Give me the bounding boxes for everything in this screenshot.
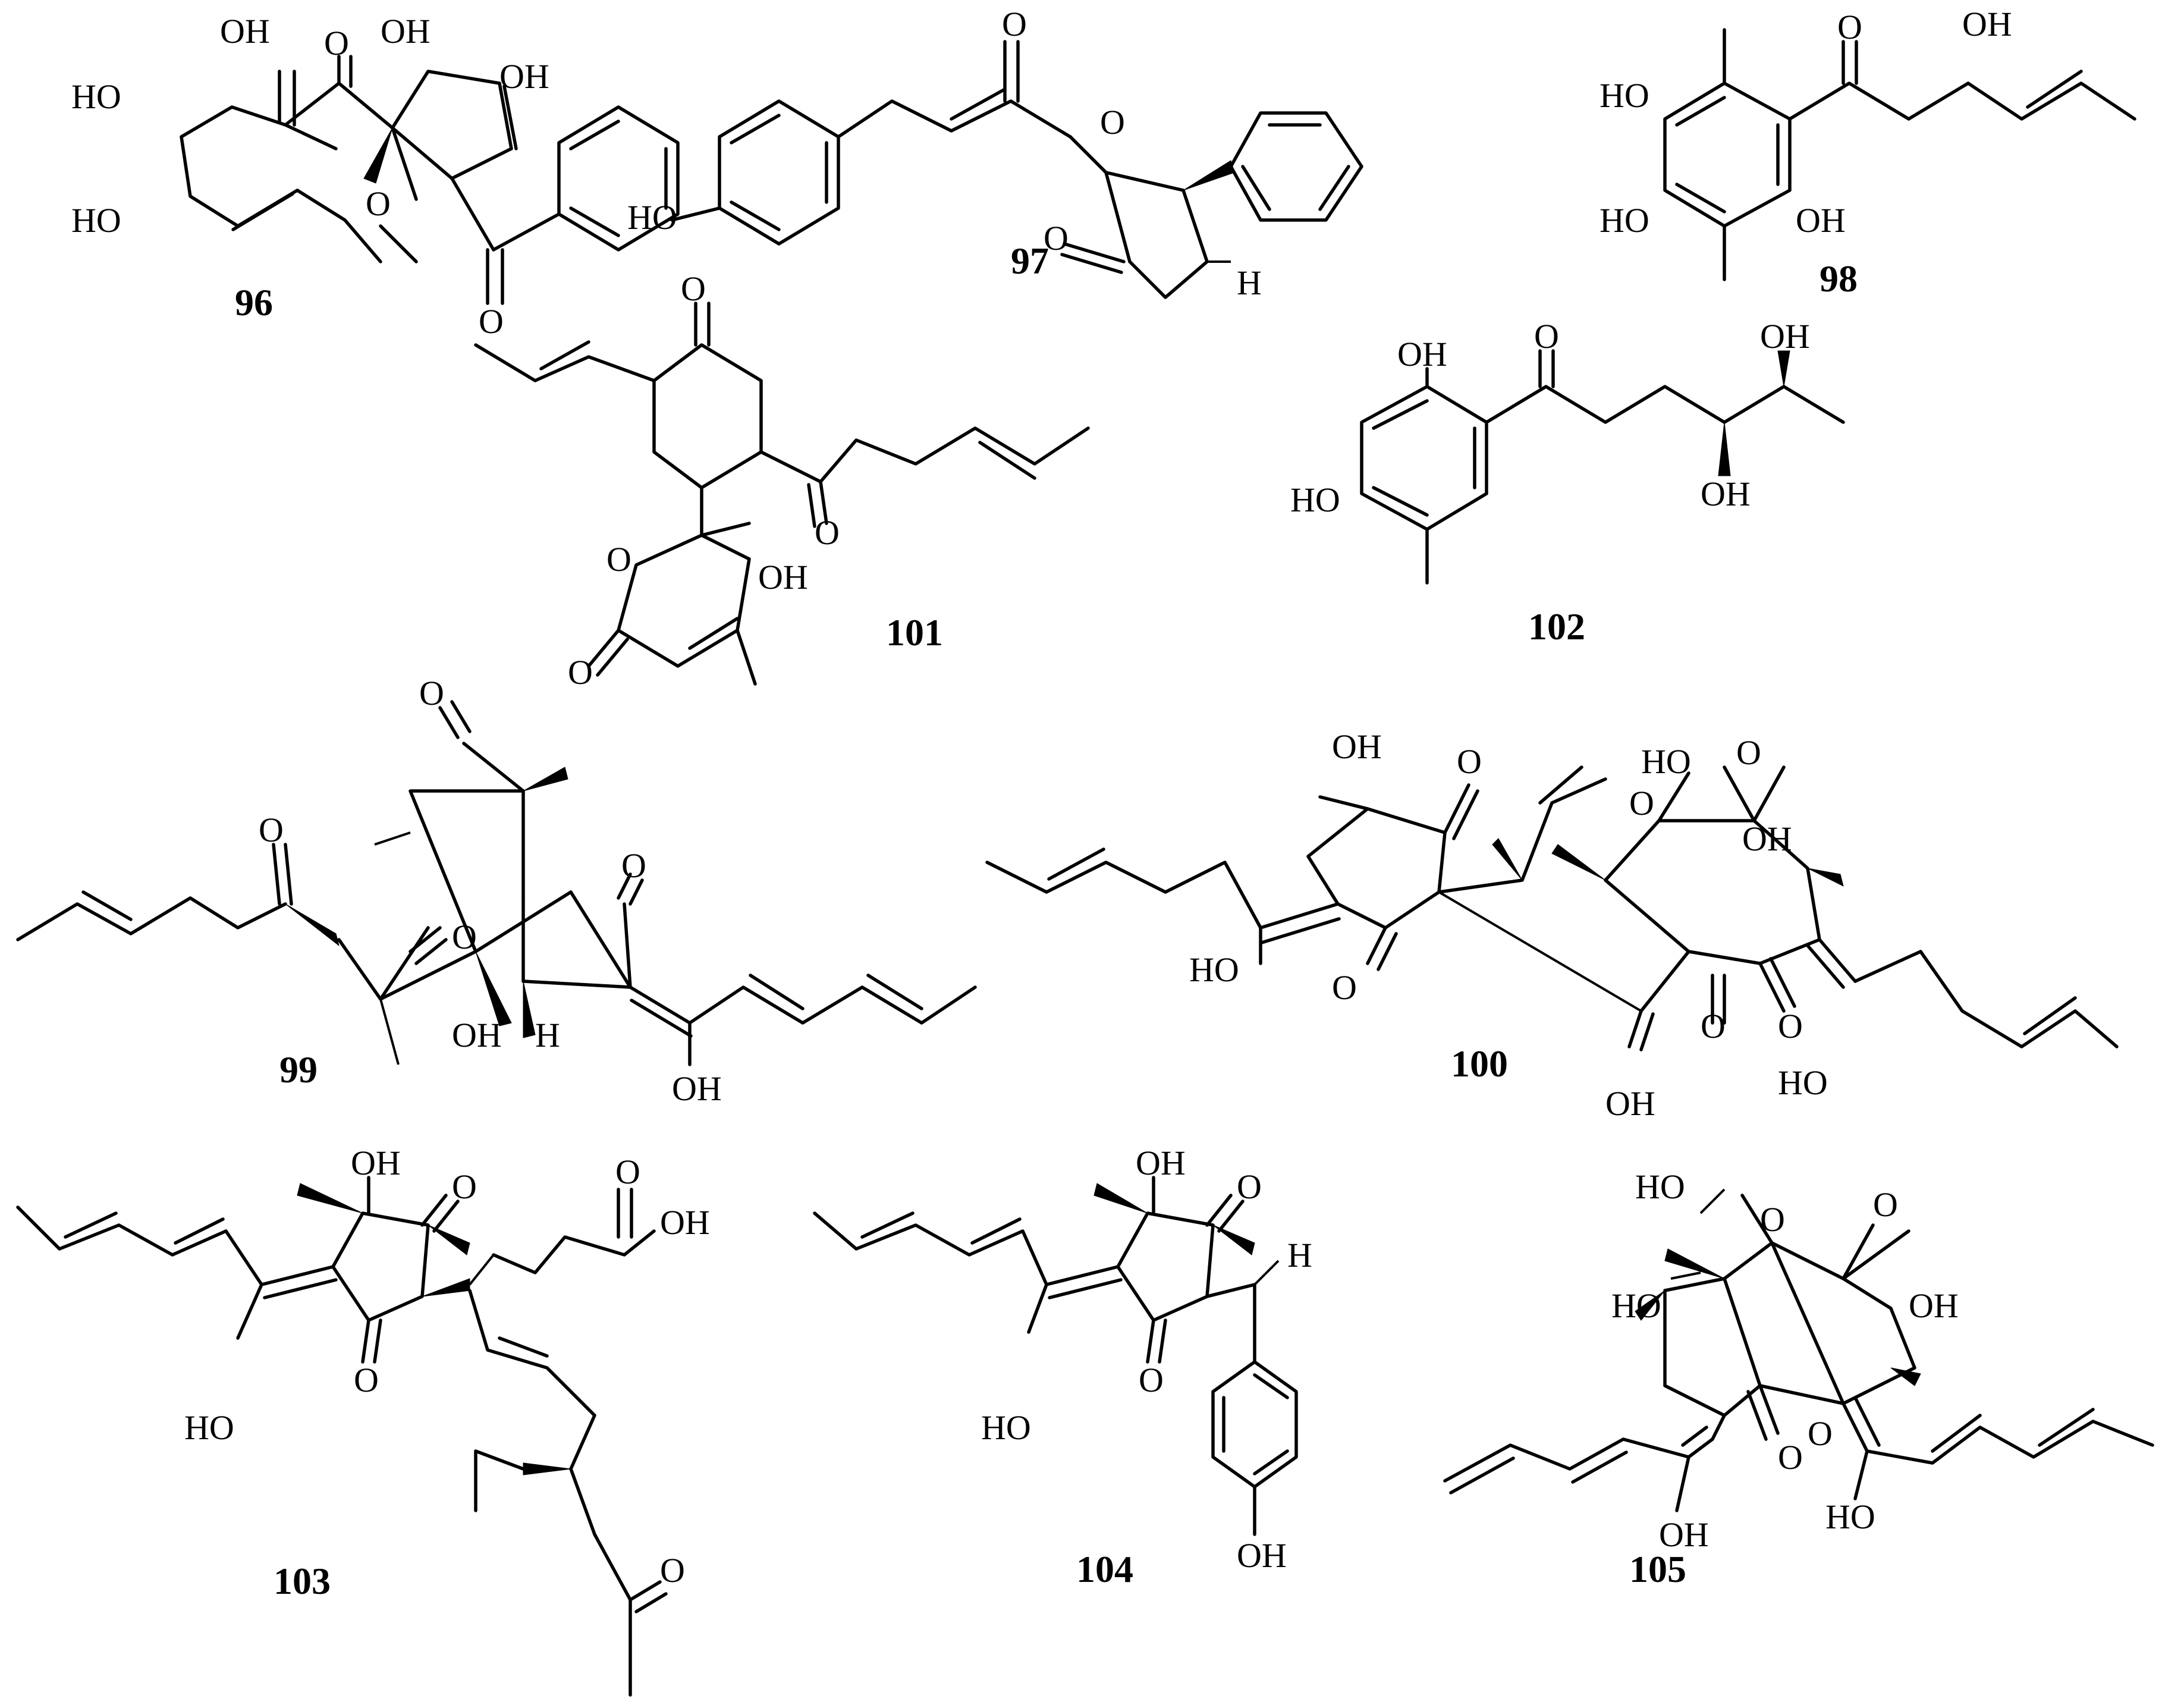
structure-99: O O O O OH H OH 99 (16, 674, 977, 1108)
structure-102: OH O OH OH HO 102 (1290, 317, 1845, 648)
atom-label: OH (1397, 335, 1447, 373)
atom-label: HO (1825, 1497, 1875, 1536)
atom-label: HO (71, 201, 121, 240)
atom-label: HO (1611, 1286, 1661, 1325)
atom-label: O (660, 1551, 685, 1590)
atom-label: OH (1136, 1144, 1186, 1182)
compound-label-101: 101 (886, 611, 943, 654)
atom-label: OH (220, 12, 270, 51)
compound-label-102: 102 (1528, 605, 1585, 648)
atom-label: O (607, 540, 631, 579)
compound-label-98: 98 (1820, 258, 1858, 300)
atom-label: OH (1742, 820, 1792, 858)
atom-label: HO (184, 1408, 234, 1447)
atom-label: O (568, 653, 593, 692)
compound-label-103: 103 (274, 1560, 331, 1602)
compound-label-97: 97 (1011, 240, 1049, 282)
atom-label: HO (981, 1408, 1031, 1447)
atom-label: OH (1605, 1084, 1655, 1123)
atom-label: O (452, 918, 477, 956)
atom-label: OH (1701, 475, 1751, 513)
atom-label: O (419, 674, 444, 712)
atom-label: OH (1760, 317, 1810, 356)
atom-label: O (1778, 1007, 1803, 1045)
atom-label: OH (1962, 5, 2012, 43)
atom-label: H (1287, 1236, 1312, 1274)
atom-label: OH (660, 1203, 710, 1242)
structure-101: O O O OH O 101 (474, 269, 1090, 692)
atom-label: OH (351, 1144, 401, 1182)
compound-label-104: 104 (1076, 1548, 1133, 1590)
atom-label: O (1760, 1200, 1785, 1239)
atom-label: O (452, 1167, 477, 1206)
atom-label: O (615, 1153, 640, 1191)
atom-label: O (1457, 742, 1482, 781)
compound-label-96: 96 (235, 281, 273, 324)
structure-100: OH O HO O HO O O OH O O HO OH 100 (985, 727, 2119, 1123)
atom-label: OH (672, 1069, 722, 1108)
atom-label: H (535, 1016, 560, 1054)
atom-label: O (621, 846, 646, 885)
structure-105: HO O O HO OH O O OH HO 105 (1443, 1167, 2154, 1590)
structure-104: OH O H HO O OH 104 (813, 1144, 1312, 1590)
atom-label: OH (1796, 201, 1846, 240)
atom-label: OH (1237, 1536, 1287, 1575)
atom-label: OH (452, 1016, 502, 1054)
atom-label: O (1100, 103, 1125, 142)
atom-label: OH (499, 57, 549, 96)
atom-label: O (1837, 8, 1862, 46)
atom-label: OH (758, 558, 808, 596)
atom-label: HO (1635, 1167, 1685, 1206)
atom-label: HO (1599, 76, 1649, 115)
atom-label: HO (1290, 481, 1340, 519)
atom-label: O (1139, 1361, 1164, 1399)
atom-label: HO (1641, 742, 1691, 781)
atom-label: H (1237, 263, 1262, 302)
atom-label: O (479, 302, 504, 341)
structure-97: HO O O O H 97 (627, 5, 1363, 302)
atom-label: O (324, 24, 349, 62)
structure-103: OH O HO O O OH O 103 (16, 1144, 710, 1697)
atom-label: O (1044, 219, 1069, 258)
atom-label: O (1534, 317, 1559, 356)
atom-label: HO (71, 77, 121, 116)
atom-label: HO (1599, 201, 1649, 240)
atom-label: O (1237, 1167, 1262, 1206)
compound-label-105: 105 (1629, 1548, 1686, 1590)
atom-label: O (1808, 1414, 1833, 1453)
atom-label: O (815, 513, 840, 552)
atom-label: OH (1659, 1515, 1709, 1554)
atom-label: O (1778, 1438, 1803, 1477)
structure-98: HO HO OH O OH 98 (1599, 5, 2136, 300)
structure-96: OH HO HO O OH OH O O 96 (71, 12, 680, 341)
atom-label: O (1873, 1185, 1898, 1224)
atom-label: O (259, 811, 284, 849)
atom-label: O (1629, 784, 1654, 822)
atom-label: O (1002, 5, 1027, 43)
atom-label: HO (627, 198, 677, 237)
atom-label: OH (1332, 727, 1382, 766)
compound-label-100: 100 (1451, 1043, 1508, 1085)
atom-label: O (1736, 733, 1761, 772)
atom-label: O (1701, 1007, 1726, 1045)
atom-label: OH (1909, 1286, 1959, 1325)
atom-label: O (354, 1361, 379, 1399)
atom-label: OH (381, 12, 430, 51)
atom-label: O (1332, 968, 1357, 1007)
atom-label: O (681, 269, 706, 308)
atom-label: HO (1189, 950, 1239, 989)
compound-label-99: 99 (279, 1048, 318, 1091)
atom-label: O (366, 184, 391, 223)
atom-label: HO (1778, 1063, 1828, 1102)
